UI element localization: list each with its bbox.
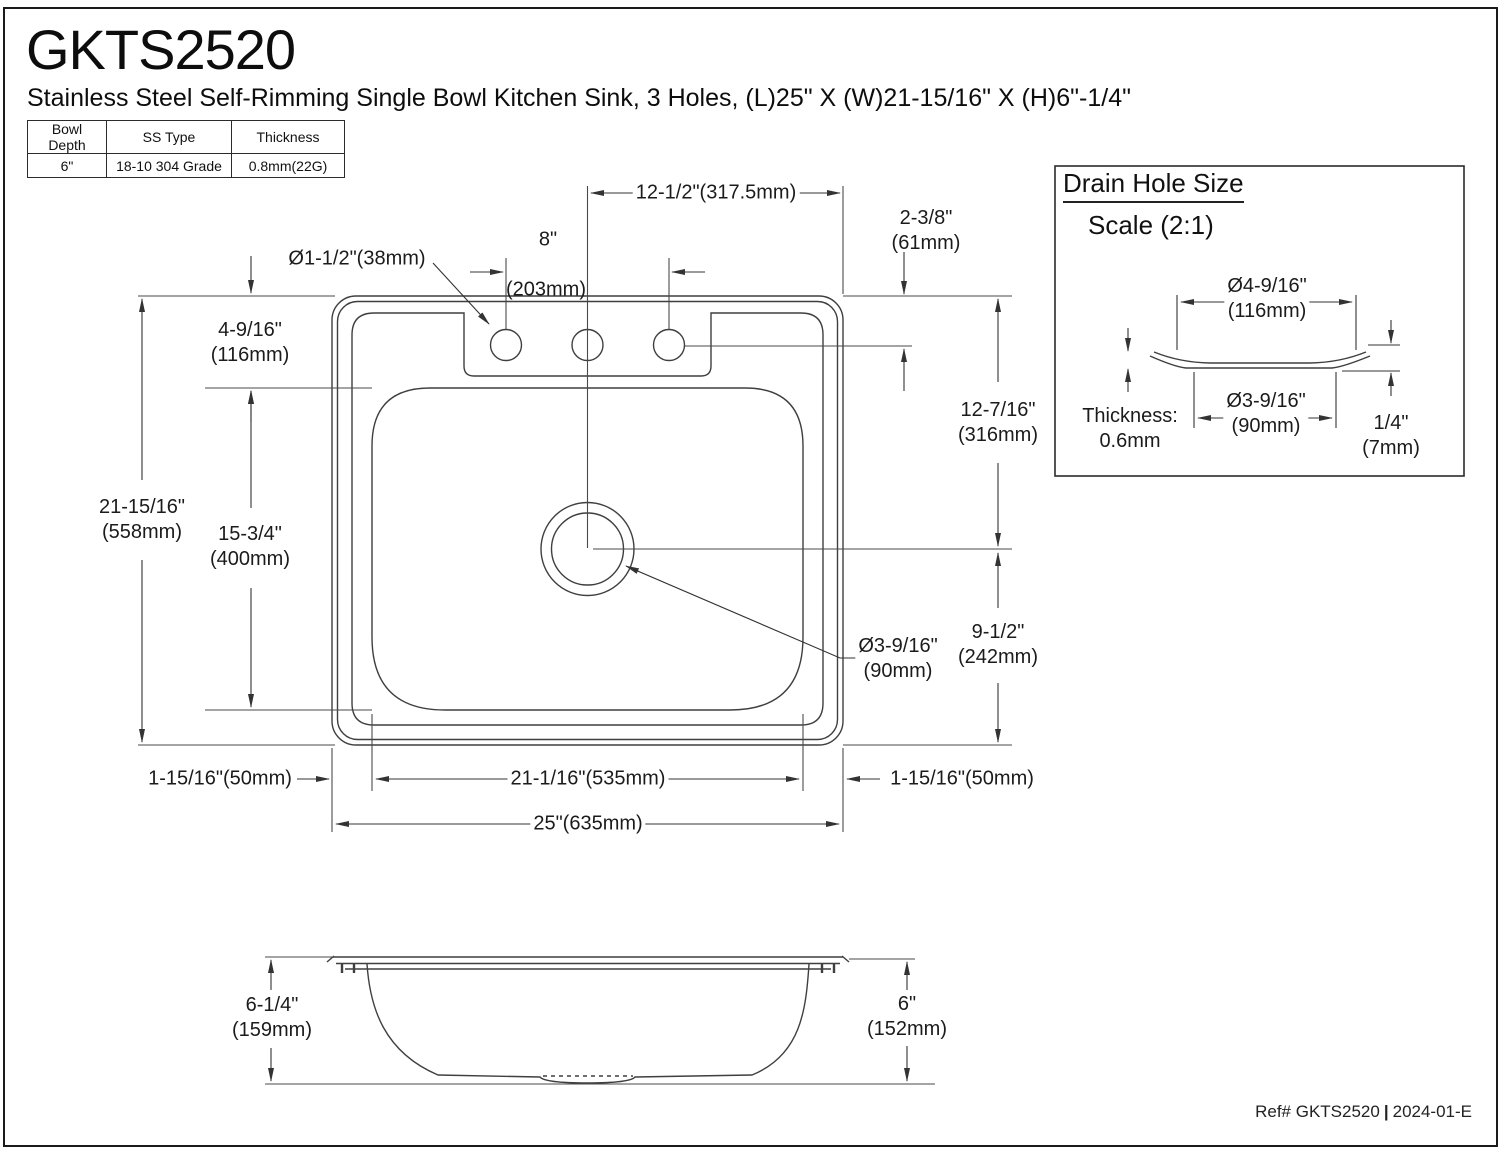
spec-col-bowl-depth: Bowl Depth bbox=[27, 120, 107, 154]
drain-detail-box bbox=[1054, 165, 1465, 477]
top-view-extension-lines bbox=[138, 186, 1012, 832]
drain-detail-title: Drain Hole Size bbox=[1063, 168, 1244, 203]
drain-diameter-label: Ø3-9/16" (90mm) bbox=[855, 634, 941, 684]
side-view-outline bbox=[326, 955, 850, 1084]
spec-col-ss-type: SS Type bbox=[106, 120, 232, 154]
thickness-label: Thickness: 0.6mm bbox=[1082, 405, 1178, 452]
dim-drain-to-bottom: 9-1/2" (242mm) bbox=[954, 620, 1042, 670]
side-view-dimensions bbox=[265, 956, 935, 1085]
faucet-hole-leader bbox=[432, 262, 490, 325]
footer-reference: Ref# GKTS2520|2024-01-E bbox=[1255, 1102, 1472, 1122]
dim-bowl-width: 15-3/4" (400mm) bbox=[206, 522, 294, 572]
bowl-profile bbox=[366, 963, 810, 1084]
bowl-outline bbox=[371, 387, 804, 711]
spec-value-bowl-depth: 6" bbox=[27, 153, 107, 178]
footer-ref-number: Ref# GKTS2520 bbox=[1255, 1102, 1380, 1121]
spec-value-thickness: 0.8mm(22G) bbox=[231, 153, 345, 178]
dim-rim-to-hole: 2-3/8" (61mm) bbox=[891, 207, 961, 254]
dim-overall-width: 21-15/16" (558mm) bbox=[95, 495, 189, 545]
dim-hole-center-to-edge: 12-1/2"(317.5mm) bbox=[632, 180, 800, 206]
dim-bowl-depth: 6" (152mm) bbox=[863, 992, 951, 1042]
dim-flange-od: Ø4-9/16" (116mm) bbox=[1224, 274, 1310, 324]
drain-detail-drawing bbox=[1149, 351, 1371, 369]
drain-leader bbox=[625, 565, 860, 659]
footer-separator: | bbox=[1383, 1102, 1389, 1121]
spec-table-header-row: Bowl Depth SS Type Thickness bbox=[27, 120, 345, 154]
dim-bowl-length: 21-1/16"(535mm) bbox=[507, 766, 669, 792]
dim-hole-spacing-mm: (203mm) bbox=[505, 278, 587, 301]
faucet-deck-outline bbox=[351, 312, 824, 726]
dim-left-margin: 1-15/16"(50mm) bbox=[145, 766, 295, 792]
dim-top-to-drain: 12-7/16" (316mm) bbox=[954, 398, 1042, 448]
spec-table: Bowl Depth SS Type Thickness 6" 18-10 30… bbox=[27, 120, 345, 178]
dim-overall-length: 25"(635mm) bbox=[530, 811, 646, 837]
product-description: Stainless Steel Self-Rimming Single Bowl… bbox=[27, 84, 1131, 112]
dim-flange-height: 1/4" (7mm) bbox=[1362, 412, 1420, 459]
faucet-hole-right bbox=[652, 328, 686, 362]
drain-detail-scale: Scale (2:1) bbox=[1088, 210, 1214, 240]
faucet-hole-left bbox=[489, 328, 523, 362]
footer-edition: 2024-01-E bbox=[1392, 1102, 1472, 1121]
drain-flange-bottom-edge bbox=[1149, 355, 1371, 369]
spec-table-value-row: 6" 18-10 304 Grade 0.8mm(22G) bbox=[27, 153, 345, 178]
dim-overall-height: 6-1/4" (159mm) bbox=[228, 993, 316, 1043]
dim-rim-to-bowl: 4-9/16" (116mm) bbox=[207, 318, 293, 368]
faucet-hole-diameter-label: Ø1-1/2"(38mm) bbox=[288, 247, 426, 270]
spec-value-ss-type: 18-10 304 Grade bbox=[106, 153, 232, 178]
dim-hole-spacing-in: 8" bbox=[538, 228, 558, 251]
page-title: GKTS2520 bbox=[26, 18, 296, 81]
drain-detail-dimensions bbox=[1125, 295, 1400, 428]
side-view-clips bbox=[340, 964, 836, 973]
dim-drain-hole-diameter: Ø3-9/16" (90mm) bbox=[1223, 389, 1309, 439]
drain-flange-top-edge bbox=[1153, 351, 1367, 364]
dim-right-margin: 1-15/16"(50mm) bbox=[887, 766, 1037, 792]
